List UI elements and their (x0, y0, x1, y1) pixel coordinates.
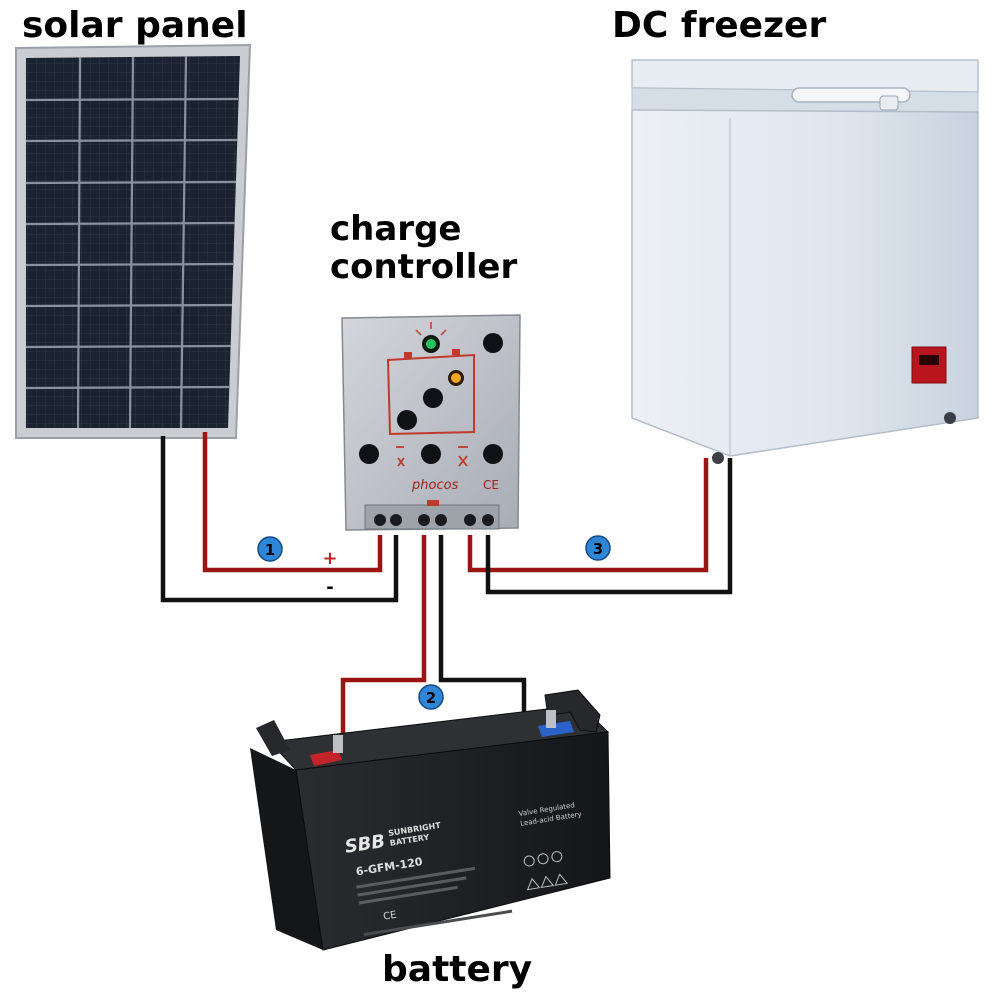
connection-number-2: 2 (426, 689, 436, 707)
mounting-hole (483, 333, 503, 353)
wires (160, 432, 733, 742)
charge-controller-label-line2: controller (330, 247, 518, 287)
wire-3-positive (467, 458, 709, 573)
charge-controller-label: charge controller (330, 210, 517, 286)
mounting-hole (397, 410, 417, 430)
solar-panel (15, 43, 252, 439)
connection-badge-3: 3 (585, 535, 611, 561)
load-off-icon (458, 446, 468, 467)
mounting-hole (359, 444, 379, 464)
connection-badge-1: 1 (257, 536, 283, 562)
mounting-hole (421, 444, 441, 464)
wire-2-positive (340, 535, 427, 742)
connection-number-1: 1 (265, 541, 275, 559)
terminal-screws (374, 514, 494, 526)
dc-freezer (631, 59, 979, 464)
connection-number-3: 3 (593, 540, 603, 558)
wire-2-negative (438, 535, 527, 716)
sun-icon (415, 322, 447, 336)
lightbulb-icon (396, 446, 405, 467)
charge-controller-label-line1: charge (330, 209, 462, 249)
battery-label: battery (382, 949, 533, 990)
charge-controller: phocos CE (341, 314, 521, 531)
positive-sign: + (322, 548, 337, 569)
wire-1-positive (202, 432, 383, 573)
wire-1-negative (160, 436, 399, 603)
dc-freezer-label: DC freezer (612, 5, 827, 46)
battery: SBB SUNBRIGHT BATTERY 6-GFM-120 CE Valve… (250, 689, 611, 951)
mounting-hole (483, 444, 503, 464)
battery-icon (427, 500, 439, 506)
battery-negative-terminal (538, 710, 574, 737)
connection-badge-2: 2 (418, 684, 444, 710)
battery-cert-marks: CE (383, 910, 398, 923)
negative-sign: - (326, 577, 333, 598)
battery-positive-terminal (310, 735, 343, 766)
mounting-hole (423, 388, 443, 408)
controller-brand: phocos (411, 478, 459, 493)
controller-ce-mark: CE (483, 478, 499, 492)
wire-3-negative (485, 458, 733, 595)
solar-panel-label: solar panel (22, 5, 248, 46)
